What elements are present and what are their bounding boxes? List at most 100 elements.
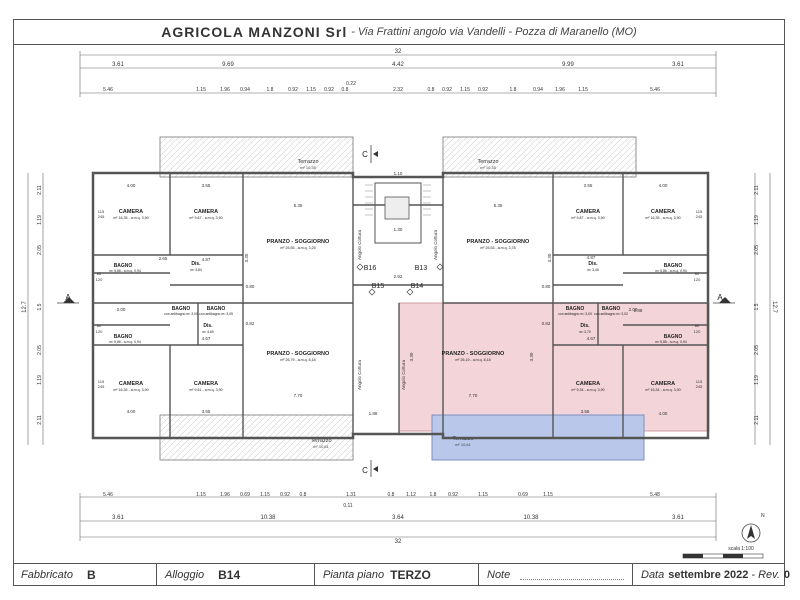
note-cell: Note — [479, 564, 633, 586]
dim-top-r3-18: 5.46 — [650, 87, 660, 93]
dim-left-2: 2.05 — [37, 245, 43, 255]
room-pranzo-bl: PRANZO - SOGGIORNO — [267, 351, 330, 357]
dim-bot-total: 32 — [395, 539, 402, 545]
dim-label-w115b: 115 — [696, 209, 703, 214]
dim-left-0: 2.11 — [37, 185, 43, 195]
rev-label: - Rev. — [751, 569, 780, 581]
room-dis-br-area: m² 3,70 — [579, 330, 591, 334]
room-bagno-l3-area: con antibagno m² 3,00 — [164, 312, 198, 316]
title-block-footer: Fabbricato B Alloggio B14 Pianta piano T… — [13, 563, 790, 586]
dim-label-w292: 2.92 — [394, 274, 403, 279]
dim-top-r2-1: 9.69 — [222, 62, 234, 68]
dim-top-r3-15: 0.94 — [533, 87, 543, 93]
room-dis-tl: Dis. — [191, 261, 201, 267]
dim-bot-r1-13: 0.69 — [518, 492, 528, 498]
unit-b15: B15 — [372, 283, 385, 290]
room-camera-br2: CAMERA — [651, 381, 675, 387]
section-a-left: A — [65, 293, 71, 302]
section-arrows — [63, 151, 731, 472]
note-label: Note — [487, 569, 511, 581]
unit-markers — [356, 263, 444, 296]
dim-label-w120f: 120 — [694, 329, 701, 334]
dim-top-extra: 0.22 — [346, 81, 356, 87]
dim-right-1: 1.19 — [754, 215, 760, 225]
room-dis-tr-area: m² 3,46 — [587, 268, 599, 272]
company-name: AGRICOLA MANZONI Srl — [161, 23, 348, 40]
terrace-bottom-left-name: Terrazzo — [310, 438, 331, 444]
dim-bot-r1-9: 1.12 — [406, 492, 416, 498]
dim-label-w115a: 115 — [98, 209, 105, 214]
stair-core — [374, 182, 422, 244]
room-dis-br: Dis. — [580, 323, 590, 329]
bottom-dimension-lines — [79, 493, 717, 541]
dim-right-5: 1.19 — [754, 375, 760, 385]
north-label: N — [761, 513, 765, 519]
room-bagno-l3: BAGNO — [172, 306, 191, 312]
dim-label-w188: 1.88 — [369, 411, 378, 416]
angolo-cottura-tl: Angolo Cottura — [357, 229, 362, 260]
room-camera-tr2-area: m² 16,35 - a.m.q. 3,90 — [645, 216, 680, 220]
room-pranzo-br: PRANZO - SOGGIORNO — [442, 351, 505, 357]
terrace-bottom-left-area: m² 10,61 — [313, 444, 330, 449]
dim-label-w120c: 120 — [96, 277, 103, 282]
stair-steps — [365, 184, 431, 216]
dim-label-w080f: 80 — [695, 323, 700, 328]
dim-label-w080e: 80 — [695, 271, 700, 276]
dim-bot-r1-2: 1.96 — [220, 492, 230, 498]
dim-label-w355a: 3.55 — [202, 183, 211, 188]
dim-top-r3-8: 0.8 — [342, 87, 349, 93]
dim-bot-r2-4: 3.61 — [672, 515, 684, 521]
dim-label-w355c: 3.55 — [202, 409, 211, 414]
pianta-cell: Pianta piano TERZO — [315, 564, 479, 586]
room-dis-tl-area: m² 3,84 — [190, 268, 202, 272]
room-bagno-r4-area: con antibagno m² 3,02 — [594, 312, 628, 316]
room-pranzo-bl-area: m² 26,79 - a.m.q. 8,18 — [280, 358, 315, 362]
scale-label: scala 1:100 — [728, 546, 754, 552]
elevator — [384, 196, 410, 220]
room-camera-tl1: CAMERA — [119, 209, 143, 215]
room-camera-br1: CAMERA — [576, 381, 600, 387]
alloggio-cell: Alloggio B14 — [157, 564, 315, 586]
floor-plan: 32 3.61 9.69 4.42 9.99 3.61 0.22 5.46 1.… — [13, 45, 785, 563]
room-bagno-r4: BAGNO — [602, 306, 621, 312]
room-camera-tl2: CAMERA — [194, 209, 218, 215]
unit-b16: B16 — [364, 265, 377, 272]
dim-label-w082b: 0.82 — [542, 321, 551, 326]
dim-left-6: 2.11 — [37, 415, 43, 425]
dim-top-r3-17: 1.15 — [578, 87, 588, 93]
room-camera-tr2: CAMERA — [651, 209, 675, 215]
terrace-top-left — [159, 136, 354, 178]
dim-bot-r1-3: 0.69 — [240, 492, 250, 498]
dim-left-5: 1.19 — [37, 375, 43, 385]
room-bagno-l1: BAGNO — [114, 263, 133, 269]
dim-top-r2-0: 3.61 — [112, 62, 124, 68]
dim-label-w245d: 245 — [696, 384, 703, 389]
terrace-bottom-right-area: m² 10,61 — [455, 442, 472, 447]
address: - Via Frattini angolo via Vandelli - Poz… — [351, 25, 637, 38]
dim-label-w120d: 120 — [96, 329, 103, 334]
dim-top-r3-4: 1.8 — [267, 87, 274, 93]
room-pranzo-tr: PRANZO - SOGGIORNO — [467, 239, 530, 245]
unit-b13: B13 — [415, 265, 428, 272]
section-a-right: A — [717, 293, 723, 302]
dim-label-w080c: 80 — [97, 271, 102, 276]
room-dis-bl-area: m² 4,60 — [202, 330, 214, 334]
terrace-top-right-area: m² 10,35 — [480, 165, 497, 170]
angolo-cottura-br: Angolo Cottura — [401, 359, 406, 390]
note-line — [520, 571, 624, 580]
room-pranzo-tl-area: m² 25,55 - a.m.q. 3,25 — [280, 246, 315, 250]
dim-right-0: 2.11 — [754, 185, 760, 195]
angolo-cottura-bl: Angolo Cottura — [357, 359, 362, 390]
dim-bot-r1-15: 5.48 — [650, 492, 660, 498]
dim-label-w115c: 115 — [98, 379, 105, 384]
dim-top-r3-1: 1.15 — [196, 87, 206, 93]
data-cell: Data settembre 2022 - Rev. 0 — [633, 564, 790, 586]
dim-top-r3-3: 0.94 — [240, 87, 250, 93]
dim-top-r3-11: 0.92 — [442, 87, 452, 93]
data-value: settembre 2022 — [668, 569, 749, 581]
room-camera-bl1-area: m² 16,35 - a.m.q. 3,90 — [113, 388, 148, 392]
dim-bot-r1-4: 1.15 — [260, 492, 270, 498]
fabbricato-cell: Fabbricato B — [13, 564, 157, 586]
dim-label-w400c: 4.00 — [127, 409, 136, 414]
side-dimension-lines — [27, 173, 771, 445]
